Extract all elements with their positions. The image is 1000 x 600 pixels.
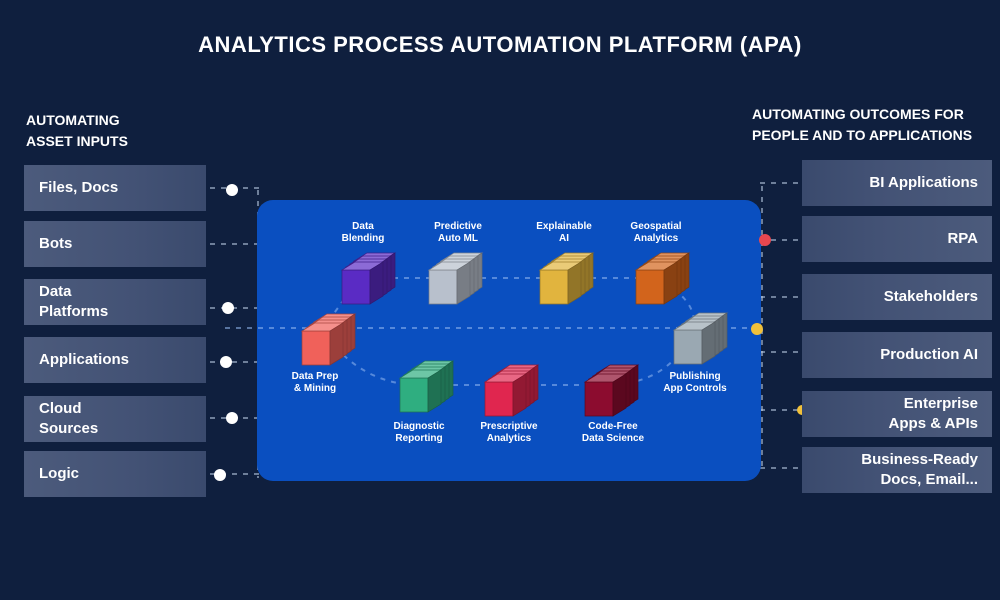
platform-capability-cubes: [300, 252, 729, 417]
node-label-prescriptive-analytics: Prescriptive Analytics: [480, 421, 538, 444]
prescriptive-analytics-cube-icon: [483, 364, 540, 417]
input-card-data-platforms: Data Platforms: [24, 279, 206, 325]
node-label-diagnostic-reporting: Diagnostic Reporting: [393, 421, 445, 444]
output-card-business-ready-docs: Business-Ready Docs, Email...: [802, 447, 992, 493]
node-label-predictive-auto-ml: Predictive Auto ML: [434, 221, 482, 244]
output-card-enterprise-apps: Enterprise Apps & APIs: [802, 391, 992, 437]
node-label-geospatial-analytics: Geospatial Analytics: [630, 221, 682, 244]
page-title: ANALYTICS PROCESS AUTOMATION PLATFORM (A…: [198, 32, 802, 57]
node-label-publishing-app-controls: Publishing App Controls: [663, 371, 727, 394]
input-dot: [226, 184, 238, 196]
input-dot: [222, 302, 234, 314]
input-card-files-docs: Files, Docs: [24, 165, 206, 211]
input-connectors: [210, 187, 260, 478]
geospatial-analytics-cube-icon: [634, 252, 691, 305]
output-connectors: [760, 182, 800, 472]
output-card-bi-applications: BI Applications: [802, 160, 992, 206]
explainable-ai-cube-icon: [538, 252, 595, 305]
node-label-code-free-data-science: Code-Free Data Science: [581, 421, 645, 444]
inputs-heading: AUTOMATING ASSET INPUTS: [26, 112, 128, 149]
input-card-applications: Applications: [24, 337, 206, 383]
code-free-data-science-cube-icon: [583, 364, 640, 417]
input-dot: [220, 356, 232, 368]
data-blending-cube-icon: [340, 252, 397, 305]
input-card-cloud-sources: Cloud Sources: [24, 396, 206, 442]
output-dot-yellow: [751, 323, 763, 335]
output-card-stakeholders: Stakeholders: [802, 274, 992, 320]
input-card-bots: Bots: [24, 221, 206, 267]
outputs-heading: AUTOMATING OUTCOMES FOR PEOPLE AND TO AP…: [752, 106, 973, 143]
output-card-production-ai: Production AI: [802, 332, 992, 378]
output-card-rpa: RPA: [802, 216, 992, 262]
node-label-data-prep-mining: Data Prep & Mining: [291, 371, 339, 394]
publishing-app-controls-cube-icon: [672, 312, 729, 365]
predictive-auto-ml-cube-icon: [427, 252, 484, 305]
node-label-data-blending: Data Blending: [341, 221, 385, 244]
input-card-logic: Logic: [24, 451, 206, 497]
data-prep-cube-icon: [300, 313, 357, 366]
diagnostic-reporting-cube-icon: [398, 360, 455, 413]
input-dot: [214, 469, 226, 481]
input-dot: [226, 412, 238, 424]
node-label-explainable-ai: Explainable AI: [536, 221, 592, 244]
output-dot-red: [759, 234, 771, 246]
